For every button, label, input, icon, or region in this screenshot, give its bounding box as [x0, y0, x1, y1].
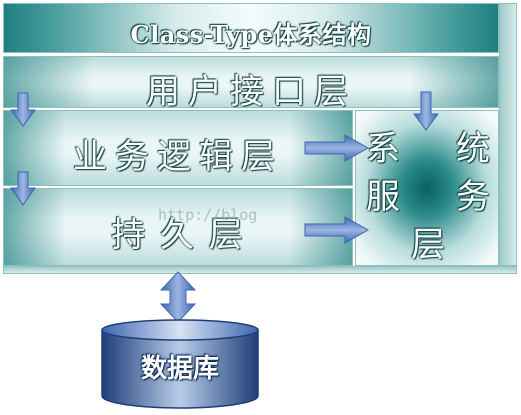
system-service-char-1: 系 [366, 129, 400, 169]
database-label: 数据库 [140, 354, 219, 384]
ui-layer-band: 用户接口层 [3, 56, 499, 112]
persistence-layer-band: 持 久 层 [3, 188, 353, 266]
diagram-bottom-edge [3, 266, 517, 274]
system-service-char-4: 务 [456, 177, 490, 217]
system-service-layer-box: 系 统 服 务 层 [355, 110, 499, 266]
diagram-title: Class-Type体系结构 [130, 20, 372, 49]
system-service-char-5: 层 [411, 225, 445, 265]
ui-layer-label: 用户接口层 [146, 72, 356, 112]
persistence-layer-label: 持 久 层 [111, 215, 245, 255]
watermark-text: http://blog [158, 206, 258, 224]
right-arrow-icon [304, 216, 370, 244]
down-arrow-icon [413, 91, 439, 131]
database-icon [101, 319, 259, 409]
right-arrow-icon [304, 134, 370, 162]
system-service-char-3: 服 [366, 177, 400, 217]
down-arrow-icon [10, 92, 36, 127]
down-arrow-icon [10, 171, 36, 206]
system-service-char-2: 统 [456, 129, 490, 169]
double-arrow-icon [159, 271, 197, 323]
database-cylinder: 数据库 [100, 318, 260, 410]
diagram-right-edge [499, 3, 517, 266]
title-band: Class-Type体系结构 [3, 3, 499, 53]
business-layer-label: 业务逻辑层 [73, 137, 283, 177]
